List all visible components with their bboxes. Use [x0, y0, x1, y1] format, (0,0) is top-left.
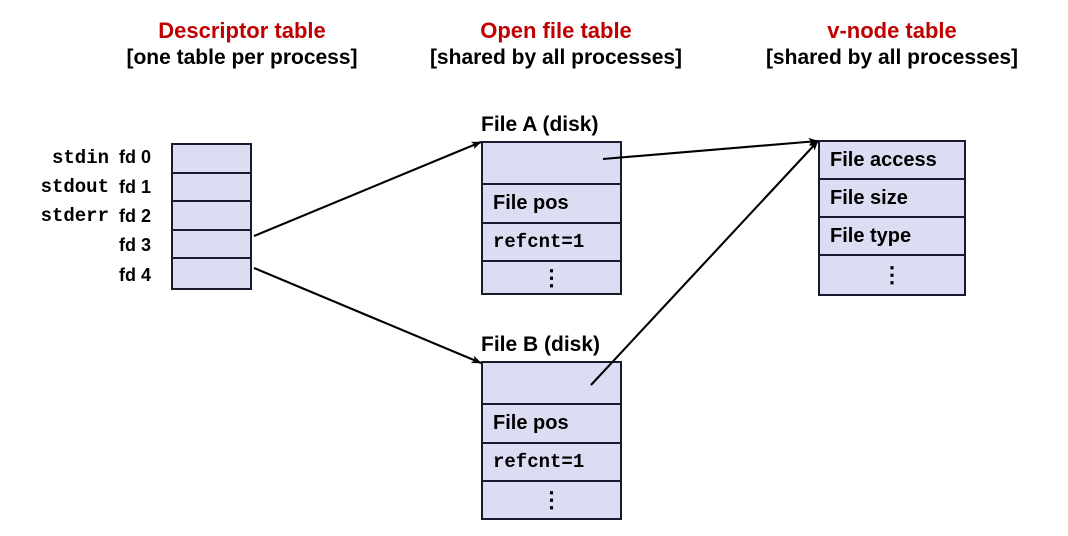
file-b-row-empty — [483, 363, 620, 405]
file-b-row-file-pos: File pos — [483, 405, 620, 444]
column-subtitle-descriptor-table: [one table per process] — [126, 45, 358, 69]
descriptor-label-fd0: stdin fd 0 — [0, 143, 165, 172]
column-heading-open-file-table: Open file table [shared by all processes… — [386, 18, 726, 70]
column-title-open-file-table: Open file table — [480, 18, 632, 43]
stream-name-stderr: stderr — [40, 205, 109, 228]
file-a-row-ellipsis: ⋮ — [483, 262, 620, 293]
fd-number-0: fd 0 — [119, 147, 152, 168]
file-a-caption: File A (disk) — [481, 113, 599, 136]
column-title-descriptor-table: Descriptor table — [158, 18, 326, 43]
column-subtitle-open-file-table: [shared by all processes] — [429, 45, 683, 69]
fd-number-3: fd 3 — [119, 235, 152, 256]
descriptor-entry-fd1 — [173, 173, 250, 203]
open-file-table-b: File pos refcnt=1 ⋮ — [481, 361, 622, 520]
fd-number-1: fd 1 — [119, 176, 152, 197]
arrow-fd4-to-file-b — [253, 267, 482, 364]
arrow-fd3-to-file-a — [253, 141, 482, 237]
arrow-file-a-to-vnode — [602, 137, 819, 161]
descriptor-label-fd1: stdout fd 1 — [0, 172, 165, 201]
descriptor-entry-fd0 — [173, 145, 250, 174]
descriptor-table — [171, 143, 252, 290]
file-a-row-file-pos: File pos — [483, 185, 620, 224]
descriptor-label-fd3: fd 3 — [0, 231, 165, 260]
vnode-row-file-access: File access — [820, 142, 964, 181]
descriptor-entry-fd2 — [173, 202, 250, 231]
open-file-table-a: File pos refcnt=1 ⋮ — [481, 141, 622, 295]
column-heading-vnode-table: v-node table [shared by all processes] — [722, 18, 1062, 70]
fd-number-2: fd 2 — [119, 205, 152, 226]
column-heading-descriptor-table: Descriptor table [one table per process] — [72, 18, 412, 70]
vnode-row-file-type: File type — [820, 218, 964, 257]
file-a-row-refcnt: refcnt=1 — [483, 224, 620, 262]
descriptor-label-fd2: stderr fd 2 — [0, 202, 165, 231]
stream-name-stdin: stdin — [51, 146, 109, 169]
file-b-caption: File B (disk) — [481, 333, 601, 356]
stream-name-stdout: stdout — [40, 176, 109, 199]
vnode-row-ellipsis: ⋮ — [820, 256, 964, 294]
descriptor-label-fd4: fd 4 — [0, 261, 165, 290]
descriptor-labels: stdin fd 0 stdout fd 1 stderr fd 2 fd 3 … — [0, 143, 165, 290]
file-b-row-refcnt: refcnt=1 — [483, 444, 620, 482]
descriptor-entry-fd4 — [173, 259, 250, 288]
vnode-row-file-size: File size — [820, 180, 964, 219]
column-subtitle-vnode-table: [shared by all processes] — [765, 45, 1019, 69]
column-title-vnode-table: v-node table — [827, 18, 957, 43]
descriptor-entry-fd3 — [173, 230, 250, 260]
fd-number-4: fd 4 — [119, 264, 152, 285]
file-a-row-empty — [483, 143, 620, 185]
file-b-row-ellipsis: ⋮ — [483, 482, 620, 518]
arrow-file-b-to-vnode — [590, 140, 819, 386]
vnode-table: File access File size File type ⋮ — [818, 140, 966, 296]
